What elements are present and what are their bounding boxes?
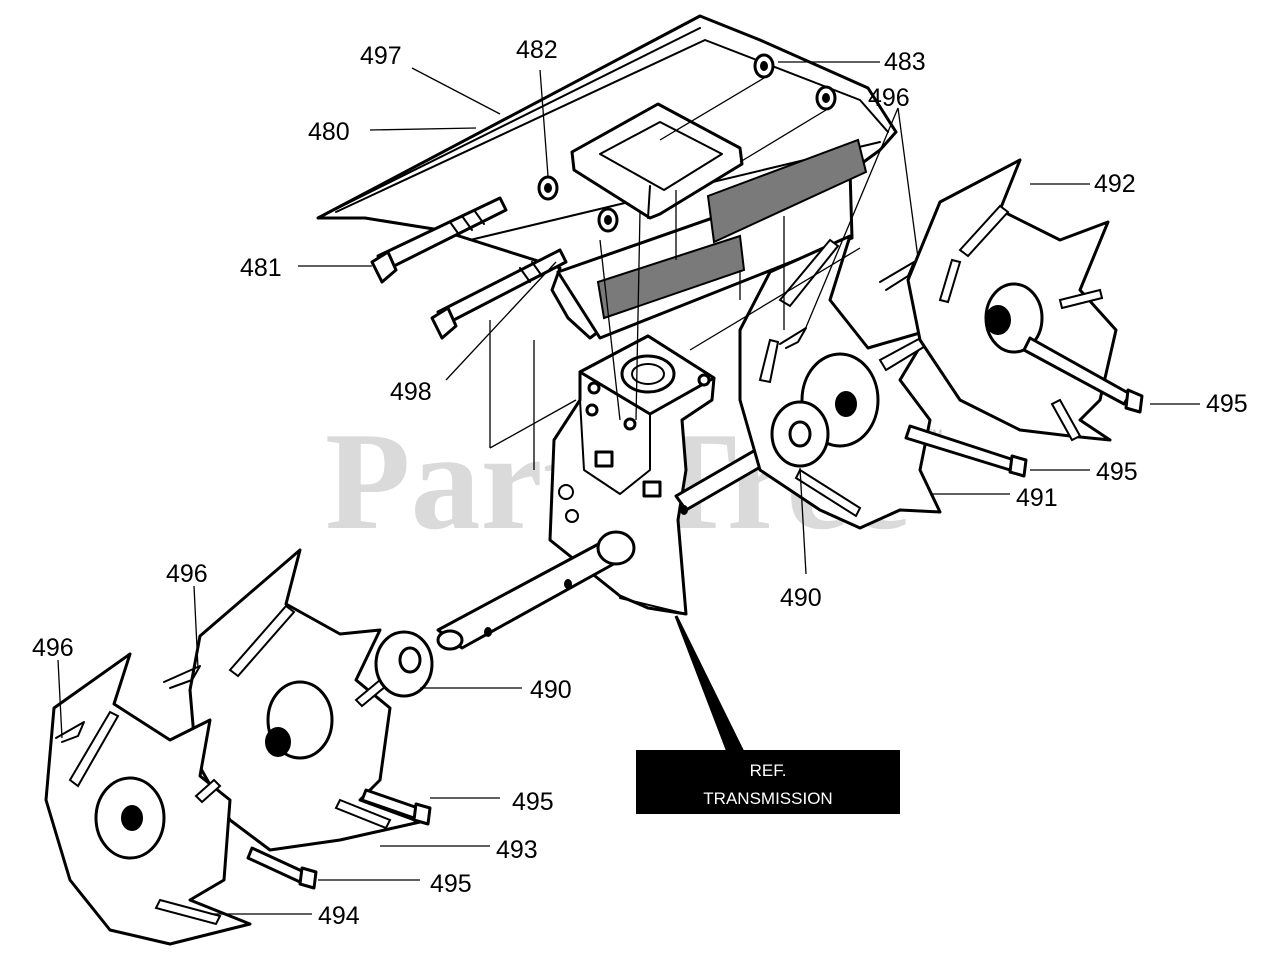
reference-transmission-box: REF. TRANSMISSION — [636, 750, 900, 814]
right-tine-bolts — [904, 336, 1144, 478]
callout-495-right-2: 495 — [1096, 458, 1138, 486]
shield-decal-right — [706, 138, 868, 244]
tine-shield — [316, 14, 898, 340]
left-thrust-washer-490 — [374, 630, 434, 698]
right-thrust-washer-490 — [770, 400, 830, 468]
callout-490-right: 490 — [780, 584, 822, 612]
reference-line-1: REF. — [750, 761, 787, 780]
callout-496-left-1: 496 — [166, 560, 208, 588]
callout-491: 491 — [1016, 484, 1058, 512]
callout-495-left-2: 495 — [430, 870, 472, 898]
callout-480: 480 — [308, 118, 350, 146]
transmission-housing — [548, 334, 716, 616]
left-tine-bolts — [246, 788, 432, 890]
washers — [537, 53, 837, 233]
callout-483: 483 — [884, 48, 926, 76]
leader-lines — [57, 61, 1200, 915]
left-outer-tine-494 — [44, 652, 252, 946]
reference-line-2: TRANSMISSION — [703, 789, 832, 808]
callout-498: 498 — [390, 378, 432, 406]
callout-490-left: 490 — [530, 676, 572, 704]
callout-482: 482 — [516, 36, 558, 64]
right-hair-pins — [779, 261, 915, 349]
shield-bolts — [370, 196, 568, 340]
callout-495-right-1: 495 — [1206, 390, 1248, 418]
callout-496-top: 496 — [868, 84, 910, 112]
callout-481: 481 — [240, 254, 282, 282]
callout-493: 493 — [496, 836, 538, 864]
callout-labels: 497 482 483 496 480 492 481 498 495 495 … — [32, 36, 1248, 930]
callout-496-left-2: 496 — [32, 634, 74, 662]
shield-decal-left — [596, 234, 746, 320]
callout-494: 494 — [318, 902, 360, 930]
callout-497: 497 — [360, 42, 402, 70]
callout-492: 492 — [1094, 170, 1136, 198]
callout-495-left-1: 495 — [512, 788, 554, 816]
right-outer-tine-492 — [906, 158, 1118, 442]
left-hair-pins — [55, 665, 201, 743]
